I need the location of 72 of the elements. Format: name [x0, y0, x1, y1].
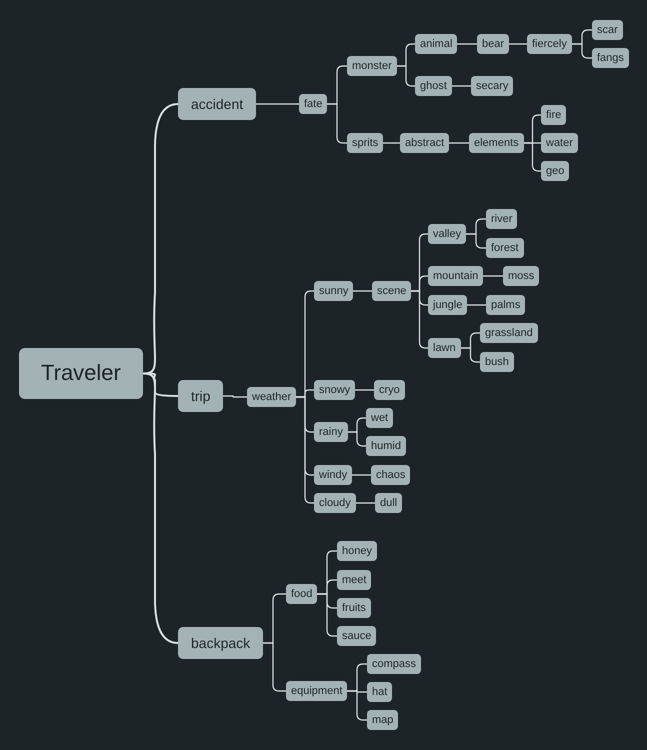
- connector-line: [348, 431, 366, 447]
- connector-line: [223, 395, 247, 398]
- connector-line: [355, 389, 374, 391]
- topic-box: animal: [415, 34, 458, 54]
- topic-box: rainy: [314, 422, 348, 442]
- topic-box: dull: [375, 493, 402, 513]
- connector-line: [461, 347, 480, 363]
- topic-box: mountain: [428, 266, 484, 286]
- topic-box: valley: [428, 224, 466, 244]
- connector-line: [449, 142, 469, 144]
- topic-box: sprits: [347, 133, 384, 153]
- topic-box: accident: [178, 88, 256, 120]
- topic-box: fate: [299, 94, 328, 114]
- topic-box: fire: [541, 105, 566, 125]
- topic-box: fruits: [337, 598, 371, 618]
- connector-line: [467, 304, 486, 306]
- connector-line: [353, 290, 372, 292]
- connector-line: [457, 43, 477, 45]
- topic-box: geo: [541, 161, 570, 181]
- topic-box: jungle: [428, 295, 468, 315]
- topic-box: humid: [366, 436, 406, 456]
- topic-box: honey: [337, 541, 377, 561]
- topic-box: ghost: [415, 76, 452, 96]
- topic-box: map: [367, 710, 398, 730]
- topic-box: fangs: [592, 48, 629, 68]
- connector-line: [142, 372, 178, 644]
- topic-box: cryo: [374, 380, 405, 400]
- topic-box: weather: [247, 387, 296, 407]
- topic-box: snowy: [314, 380, 356, 400]
- topic-box: bear: [477, 34, 510, 54]
- topic-box: windy: [314, 465, 352, 485]
- connector-line: [397, 65, 415, 87]
- topic-box: water: [541, 133, 578, 153]
- connector-line: [411, 290, 428, 349]
- topic-box: backpack: [178, 627, 264, 659]
- topic-box: palms: [486, 295, 526, 315]
- connector-line: [383, 142, 400, 144]
- topic-box: fiercely: [527, 34, 572, 54]
- connector-line: [452, 85, 471, 87]
- topic-box: forest: [486, 238, 524, 258]
- topic-box: sunny: [314, 281, 354, 301]
- topic-box: bush: [480, 352, 514, 372]
- connector-line: [256, 103, 299, 105]
- topic-box: secary: [471, 76, 514, 96]
- topic-box: cloudy: [314, 493, 356, 513]
- topic-box: grassland: [480, 323, 538, 343]
- topic-box: hat: [367, 682, 392, 702]
- connector-line: [296, 396, 314, 504]
- topic-box: scene: [372, 281, 412, 301]
- topic-box: lawn: [428, 338, 461, 358]
- connector-line: [572, 43, 592, 59]
- topic-box: scar: [592, 20, 623, 40]
- topic-box: equipment: [286, 681, 348, 701]
- topic-box: Traveler: [19, 348, 143, 398]
- topic-box: compass: [367, 654, 422, 674]
- connector-line: [466, 233, 486, 249]
- topic-box: chaos: [371, 465, 410, 485]
- connector-line: [483, 275, 503, 277]
- topic-box: river: [486, 209, 518, 229]
- connector-line: [509, 43, 527, 45]
- topic-box: wet: [366, 408, 394, 428]
- topic-box: moss: [503, 266, 540, 286]
- connector-line: [524, 142, 541, 172]
- topic-box: meet: [337, 570, 372, 590]
- connector-line: [356, 502, 375, 504]
- topic-box: elements: [469, 133, 524, 153]
- topic-box: monster: [347, 56, 397, 76]
- topic-box: sauce: [337, 626, 376, 646]
- topic-box: trip: [178, 380, 224, 412]
- connector-line: [352, 474, 371, 476]
- topic-box: food: [286, 584, 318, 604]
- topic-box: abstract: [400, 133, 450, 153]
